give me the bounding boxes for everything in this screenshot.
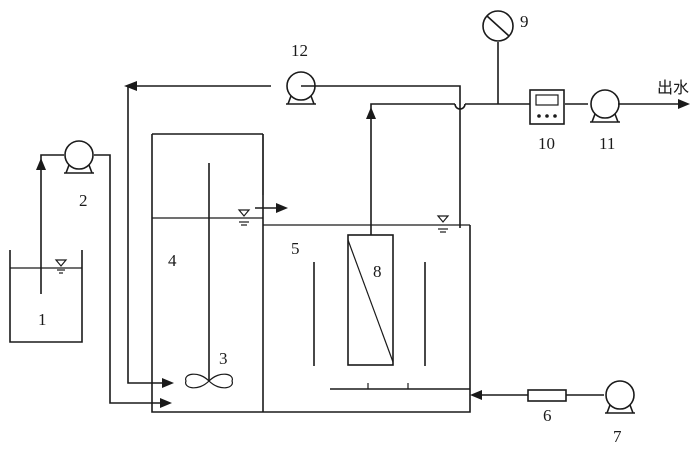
label-recycle-pump: 12 bbox=[291, 41, 308, 60]
pump-icon bbox=[286, 71, 316, 105]
permeate-line bbox=[366, 42, 690, 235]
label-suction-pump: 11 bbox=[599, 134, 615, 153]
label-outlet: 出水 bbox=[657, 78, 689, 97]
water-level-icon bbox=[54, 259, 68, 274]
agitator bbox=[185, 163, 233, 389]
flowmeter bbox=[527, 389, 567, 402]
gauge-icon bbox=[482, 10, 514, 42]
recycle-line bbox=[124, 81, 461, 388]
label-aerator: 6 bbox=[543, 406, 552, 425]
water-level-icon bbox=[436, 215, 450, 233]
label-membrane-module: 8 bbox=[373, 262, 382, 281]
aeration-line bbox=[330, 383, 604, 400]
baffles bbox=[313, 262, 426, 366]
label-anoxic-zone: 4 bbox=[168, 251, 177, 270]
feed-line bbox=[36, 154, 172, 408]
feed-tank bbox=[9, 250, 83, 343]
label-controller: 10 bbox=[538, 134, 555, 153]
water-level-icon bbox=[237, 209, 251, 226]
membrane-module bbox=[347, 234, 394, 366]
pump-icon bbox=[590, 89, 620, 123]
label-pressure-gauge: 9 bbox=[520, 12, 529, 31]
label-air-pump: 7 bbox=[613, 427, 622, 446]
label-agitator: 3 bbox=[219, 349, 228, 368]
controller-icon bbox=[529, 89, 565, 125]
label-feed-pump: 2 bbox=[79, 191, 88, 210]
agitator-icon bbox=[185, 373, 233, 389]
pump-icon bbox=[605, 380, 635, 414]
label-aerobic-zone: 5 bbox=[291, 239, 300, 258]
reactor bbox=[151, 133, 471, 413]
label-feed-tank: 1 bbox=[38, 310, 47, 329]
pump-icon bbox=[64, 140, 94, 174]
